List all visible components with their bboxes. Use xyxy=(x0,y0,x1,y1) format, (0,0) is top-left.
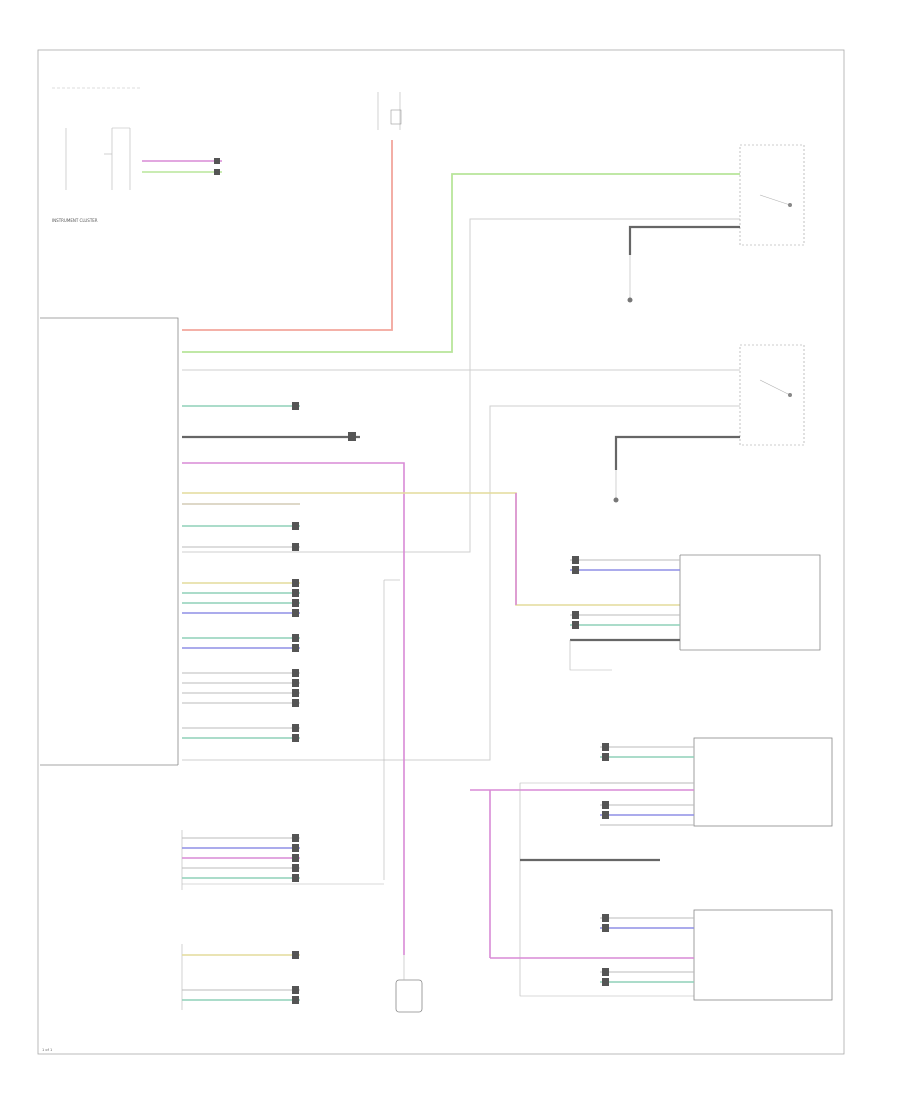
left-connector-rows xyxy=(182,522,300,742)
fuse-top-center xyxy=(377,92,402,130)
lower-left-connector-block xyxy=(181,830,384,890)
top-right-switch-module xyxy=(627,144,805,303)
diagram-frame xyxy=(37,49,845,1055)
wire-gray-lower xyxy=(182,405,740,761)
wire-gray-upper xyxy=(182,218,740,553)
instrument-cluster-label: INSTRUMENT CLUSTER xyxy=(52,218,98,223)
bottom-center-module xyxy=(395,955,423,1013)
page-number: 1 of 1 xyxy=(42,1048,52,1052)
right-lower-module-upper xyxy=(470,737,833,997)
right-lower-module-lower xyxy=(489,790,833,1001)
wire-black-ground-middle xyxy=(614,435,740,470)
wire-black-ground-top xyxy=(628,225,740,255)
middle-right-switch-module xyxy=(613,344,805,503)
wire-green xyxy=(182,173,740,353)
wire-violet-vertical xyxy=(182,462,405,955)
bottom-left-connector-block xyxy=(181,944,300,1010)
main-module-left xyxy=(40,317,179,766)
instrument-cluster-module: INSTRUMENT CLUSTER xyxy=(52,87,222,223)
right-middle-module xyxy=(569,554,821,671)
wire-red xyxy=(182,140,393,331)
wire-yellow xyxy=(182,492,680,606)
